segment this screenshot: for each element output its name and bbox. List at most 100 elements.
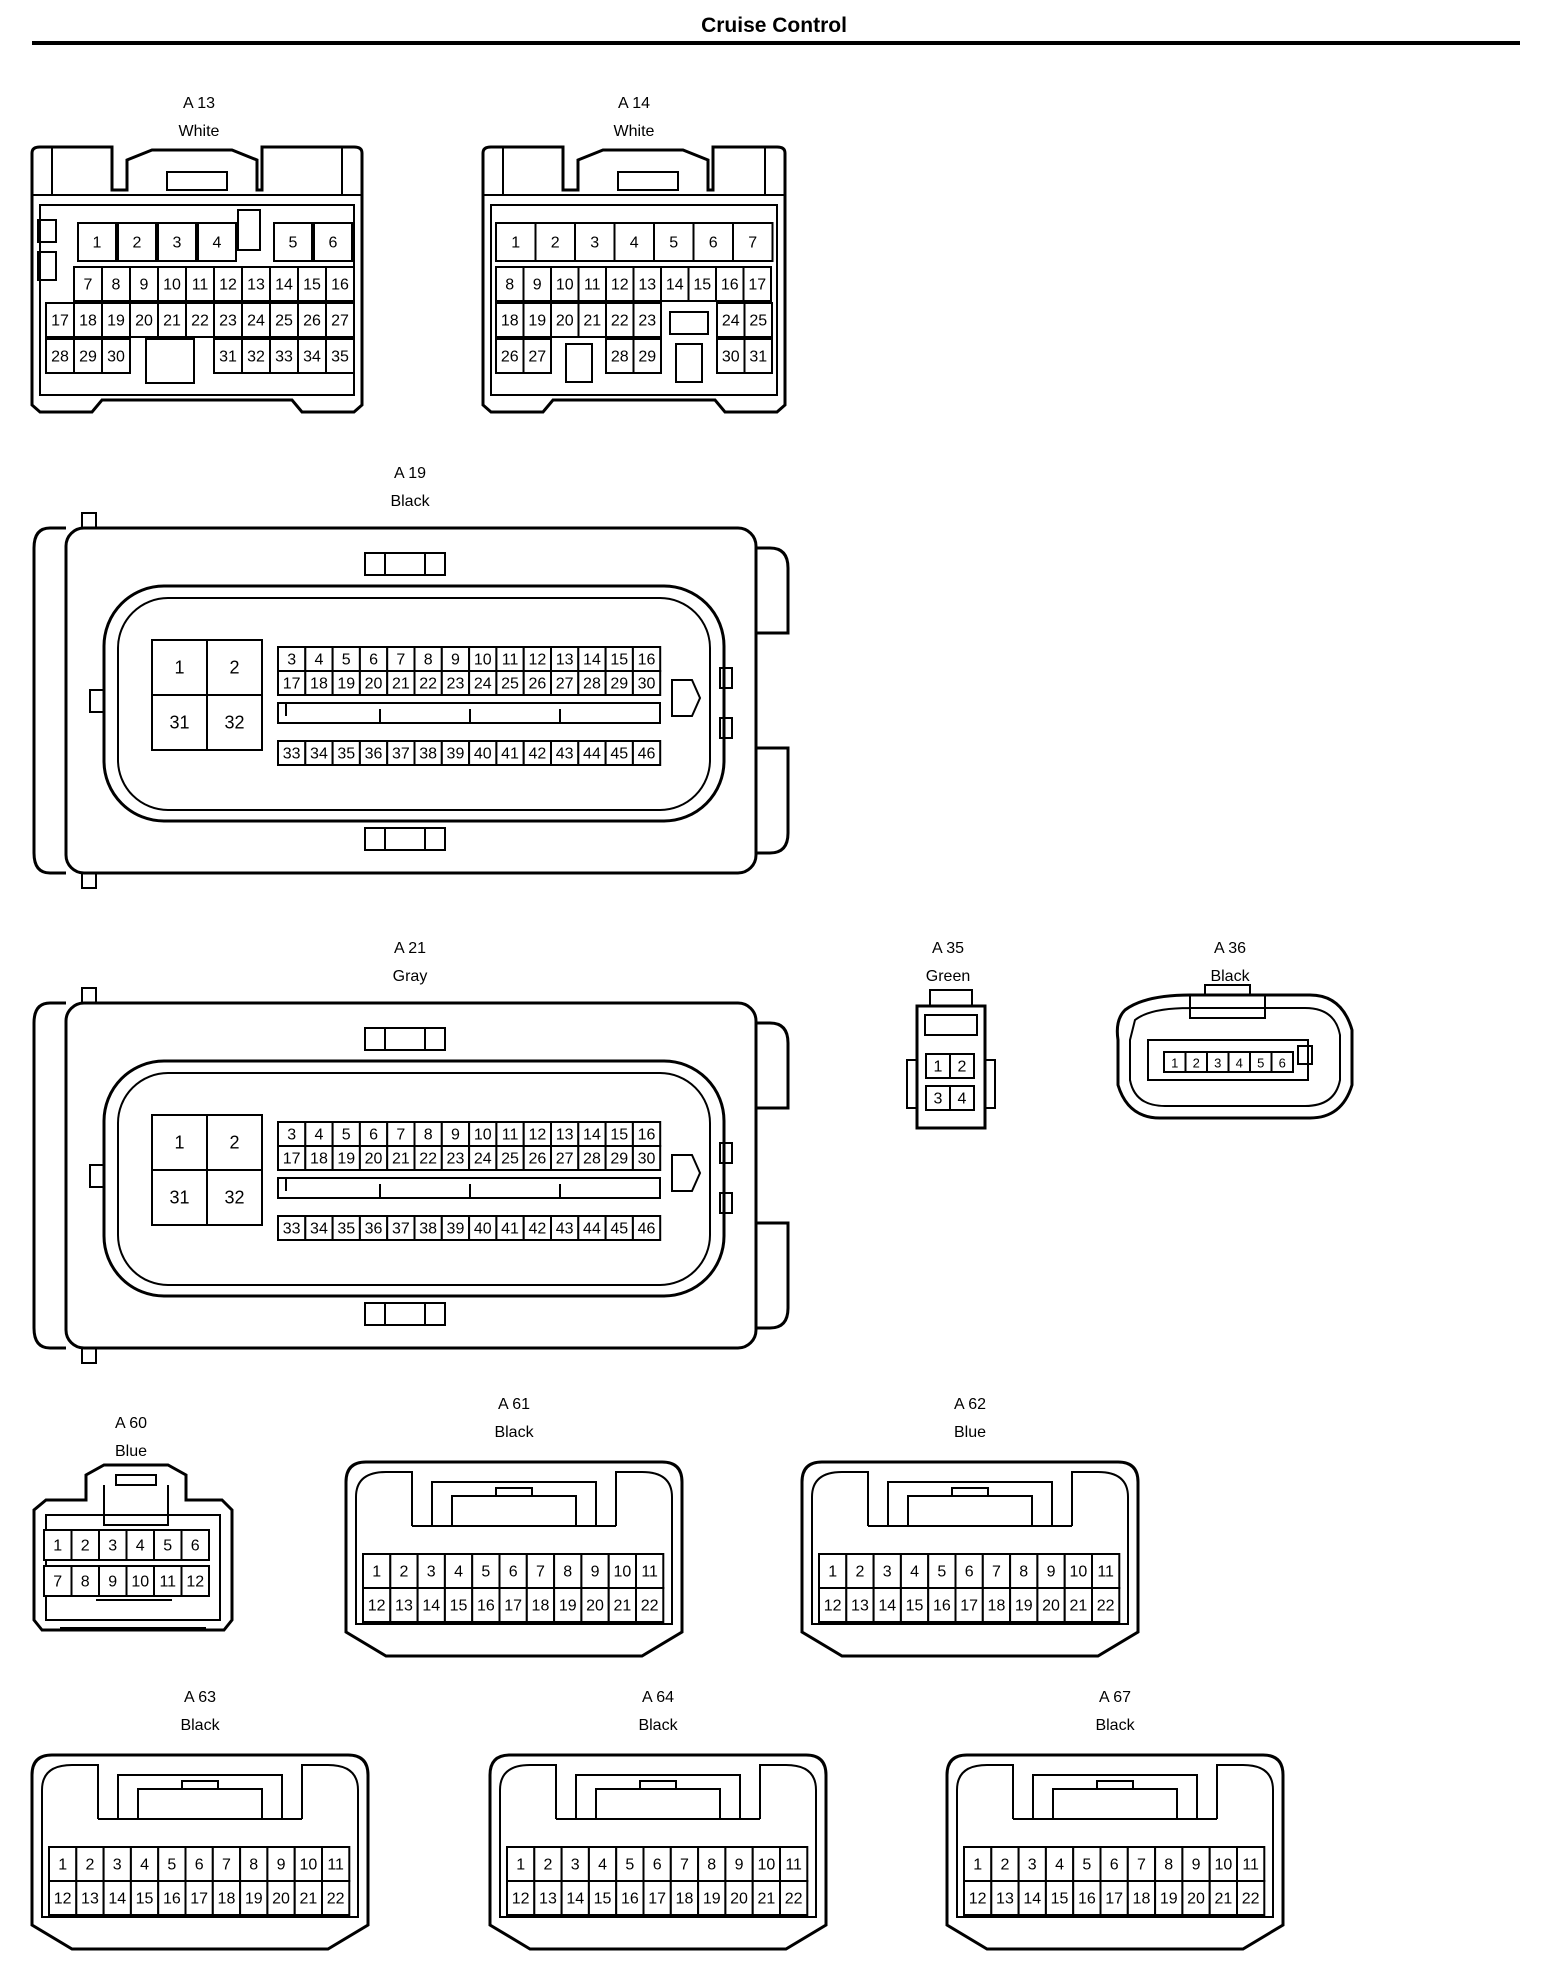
pin-label: 15 <box>906 1598 924 1615</box>
pin-label: 38 <box>419 746 437 763</box>
pin-label: 1 <box>174 658 184 678</box>
pin-label: 20 <box>1187 1891 1205 1908</box>
pin-label: 22 <box>1242 1891 1260 1908</box>
housing-outline <box>800 1460 1140 1658</box>
pin-label: 11 <box>192 277 209 294</box>
pin-label: 1 <box>511 235 520 252</box>
pin-label: 18 <box>218 1891 236 1908</box>
housing-inner <box>41 1835 359 1918</box>
pin-label: 10 <box>474 652 492 669</box>
pin-label: 13 <box>81 1891 99 1908</box>
pin-label: 3 <box>1214 1056 1221 1071</box>
pin-label: 27 <box>556 676 574 693</box>
pin-label: 15 <box>693 277 711 294</box>
pin-cell <box>277 670 307 696</box>
side-key <box>671 679 702 717</box>
pin-cell <box>1017 1880 1047 1916</box>
pin-cell <box>206 1114 263 1171</box>
pin-cell <box>206 1169 263 1226</box>
housing-detail <box>1129 984 1341 1107</box>
pin-label: 6 <box>329 235 338 252</box>
pin-label: 8 <box>707 1857 716 1874</box>
housing-rib <box>51 147 343 195</box>
housing-inner <box>956 1835 1274 1918</box>
pin-cell <box>550 266 580 302</box>
pin-cell <box>440 1145 471 1171</box>
pin-label: 15 <box>136 1891 154 1908</box>
pin-cell <box>553 1587 583 1623</box>
housing-detail <box>41 1764 359 1835</box>
pin-label: 2 <box>543 1857 552 1874</box>
pin-cell <box>416 1587 446 1623</box>
pin-cell <box>925 1053 951 1079</box>
pin-label: 14 <box>275 277 293 294</box>
connector-color-label: Black <box>1095 1717 1135 1734</box>
pin-cell <box>949 1053 975 1079</box>
pin-label: 11 <box>159 1574 176 1591</box>
pin-label: 10 <box>163 277 181 294</box>
pin-label: 18 <box>676 1891 694 1908</box>
pin-cell <box>607 1587 638 1623</box>
pin-cell <box>440 646 471 672</box>
pin-label: 35 <box>337 746 355 763</box>
pin-label: 16 <box>163 1891 181 1908</box>
pin-label: 1 <box>934 1059 943 1076</box>
pin-label: 7 <box>396 652 405 669</box>
pin-label: 13 <box>539 1891 557 1908</box>
pin-label: 18 <box>501 313 519 330</box>
pin-label: 3 <box>1028 1857 1037 1874</box>
pin-label: 1 <box>1171 1056 1178 1071</box>
pin-cell <box>413 740 443 766</box>
pin-label: 20 <box>730 1891 748 1908</box>
pin-cell <box>577 646 607 672</box>
pin-cell <box>197 222 237 262</box>
pin-label: 45 <box>610 1221 628 1238</box>
pin-label: 21 <box>392 1151 410 1168</box>
pin-label: 6 <box>191 1538 200 1555</box>
pin-label: 3 <box>173 235 182 252</box>
pin-label: 3 <box>108 1538 117 1555</box>
pin-label: 20 <box>365 1151 383 1168</box>
pin-label: 15 <box>610 1127 628 1144</box>
housing-detail <box>45 1474 221 1629</box>
blank-slot <box>675 343 703 383</box>
housing-outline <box>30 1753 370 1951</box>
pin-label: 12 <box>219 277 237 294</box>
pin-label: 2 <box>229 1133 239 1153</box>
connector-id-label: A 61 <box>498 1396 530 1413</box>
housing-detail <box>956 1764 1274 1835</box>
pin-cell <box>151 694 208 751</box>
pin-label: 26 <box>528 1151 546 1168</box>
pin-cell <box>1063 1587 1093 1623</box>
pin-label: 23 <box>447 1151 465 1168</box>
pin-cell <box>180 1565 210 1597</box>
pin-cell <box>687 266 717 302</box>
pin-label: 21 <box>299 1891 317 1908</box>
pin-label: 4 <box>630 235 639 252</box>
pin-cell <box>241 302 271 338</box>
side-key <box>671 1154 702 1192</box>
pin-cell <box>577 1121 607 1147</box>
connector-color-label: Black <box>638 1717 678 1734</box>
pin-label: 2 <box>551 235 560 252</box>
pin-cell <box>954 1587 984 1623</box>
pin-label: 28 <box>51 349 69 366</box>
connector-color-label: Blue <box>115 1443 147 1460</box>
pin-label: 17 <box>190 1891 208 1908</box>
pin-cell <box>129 1846 160 1882</box>
pin-label: 2 <box>1193 1056 1200 1071</box>
pin-label: 23 <box>638 313 656 330</box>
pin-label: 5 <box>167 1857 176 1874</box>
pin-label: 18 <box>79 313 97 330</box>
pin-label: 13 <box>247 277 265 294</box>
pin-label: 11 <box>1242 1857 1259 1874</box>
connector-color-label: Blue <box>954 1424 986 1441</box>
housing-latch <box>384 1027 426 1051</box>
pin-cell <box>43 1529 73 1561</box>
housing-side <box>756 1021 790 1330</box>
pin-cell <box>495 266 525 302</box>
